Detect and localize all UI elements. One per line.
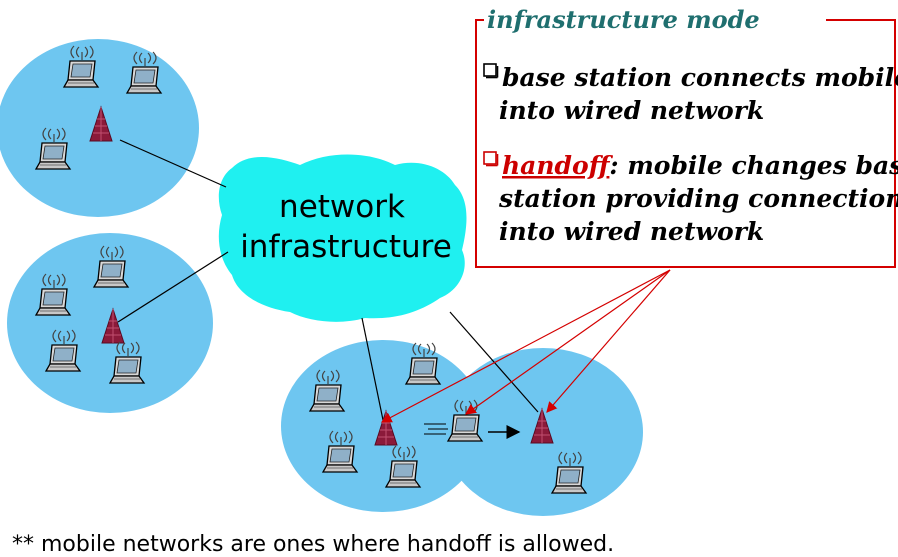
bullet1-line2: into wired network xyxy=(499,96,764,125)
callout-pointer-to-left-tower xyxy=(380,269,671,423)
bullet2-line2: station providing connection xyxy=(498,184,898,213)
wired-link-bottom-right xyxy=(449,311,539,413)
wired-link-middle xyxy=(117,251,229,323)
footnote: ** mobile networks are ones where handof… xyxy=(12,532,614,557)
wired-link-bottom-left xyxy=(361,317,384,421)
callout-box xyxy=(475,19,896,268)
checkbox-bullet-icon xyxy=(483,63,499,79)
callout-title-mask xyxy=(484,6,826,34)
motion-lines xyxy=(424,423,448,435)
wired-link-top xyxy=(119,139,227,188)
callout-title: infrastructure mode xyxy=(487,5,760,34)
bullet2-line1: handoff: mobile changes base xyxy=(502,151,898,180)
cloud-label-line1: network xyxy=(279,189,405,225)
bullet1-line1: base station connects mobiles xyxy=(502,63,898,92)
callout-pointer-to-moving-laptop xyxy=(465,269,671,415)
network-infrastructure-cloud xyxy=(218,154,467,322)
bullet2-line3: into wired network xyxy=(499,217,764,246)
handoff-keyword: handoff xyxy=(502,151,614,180)
callout-pointer-to-right-tower xyxy=(546,269,671,413)
checkbox-bullet-icon xyxy=(483,151,499,167)
bullet2-line1-rest: : mobile changes base xyxy=(609,151,898,180)
cloud-label-line2: infrastructure xyxy=(240,229,452,265)
